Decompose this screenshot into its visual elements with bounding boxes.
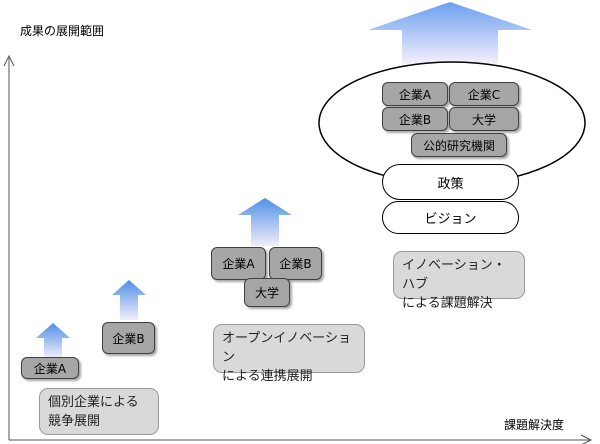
open-innovation-note-line2: による連携展開 [222,369,313,384]
company-a-box-stage1: 企業A [21,357,79,379]
innovation-hub-note: イノベーション・ハブ による課題解決 [393,251,525,311]
innovation-hub-note-line2: による課題解決 [402,296,493,311]
innovation-hub-note-line1: イノベーション・ハブ [402,258,506,292]
university-box-stage3: 大学 [244,278,290,307]
vision-pill: ビジョン [382,201,519,234]
company-a-box-stage4: 企業A [382,82,448,106]
company-b-box-stage3: 企業B [269,247,322,280]
x-axis [9,434,593,444]
company-b-box-stage2: 企業B [102,322,155,354]
growth-arrow-2 [112,280,146,320]
y-axis [3,54,15,440]
company-a-box-stage3: 企業A [211,247,266,280]
growth-arrow-3 [238,198,292,246]
company-c-box-stage4: 企業C [449,82,519,106]
competition-note-line1: 個別企業による [48,395,139,410]
company-b-box-stage4: 企業B [382,107,448,131]
open-innovation-note-line1: オープンイノベーション [222,331,351,365]
public-research-box: 公的研究機関 [411,133,507,157]
open-innovation-note: オープンイノベーション による連携展開 [213,324,365,384]
competition-note-line2: 競争展開 [48,414,101,429]
growth-arrow-4 [368,2,532,64]
competition-note: 個別企業による 競争展開 [39,388,159,435]
policy-pill: 政策 [382,164,519,200]
university-box-stage4: 大学 [449,107,519,131]
x-axis-label: 課題解決度 [504,418,565,432]
growth-arrow-1 [36,323,70,358]
y-axis-label: 成果の展開範囲 [20,24,105,38]
